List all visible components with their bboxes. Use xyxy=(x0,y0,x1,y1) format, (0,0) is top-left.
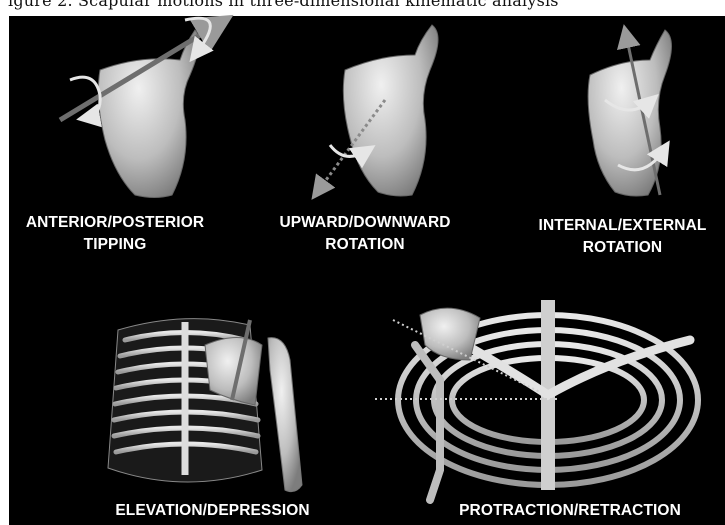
ribcage-elevation-illustration xyxy=(108,319,302,492)
label-internal-external-rotation: INTERNAL/EXTERNAL ROTATION xyxy=(520,215,725,259)
label-upward-downward-rotation: UPWARD/DOWNWARD ROTATION xyxy=(255,212,475,256)
label-line-1: PROTRACTION/RETRACTION xyxy=(440,500,700,522)
humerus xyxy=(268,338,302,492)
label-anterior-posterior-tipping: ANTERIOR/POSTERIOR TIPPING xyxy=(15,212,215,256)
scapula-protraction xyxy=(420,308,480,360)
label-line-1: ELEVATION/DEPRESSION xyxy=(105,500,320,522)
scapula-tipping-illustration xyxy=(60,18,225,197)
scapula-internal-rotation-illustration xyxy=(588,30,671,196)
ribcage-protraction-illustration xyxy=(375,300,698,500)
label-line-2: TIPPING xyxy=(15,234,215,256)
label-line-1: UPWARD/DOWNWARD xyxy=(255,212,475,234)
label-protraction-retraction: PROTRACTION/RETRACTION xyxy=(440,500,700,522)
label-elevation-depression: ELEVATION/DEPRESSION xyxy=(105,500,320,522)
label-line-2: ROTATION xyxy=(520,237,725,259)
arm xyxy=(415,345,440,500)
label-line-1: ANTERIOR/POSTERIOR xyxy=(15,212,215,234)
label-line-2: ROTATION xyxy=(255,234,475,256)
label-line-1: INTERNAL/EXTERNAL xyxy=(520,215,725,237)
scapula-upward-rotation-illustration xyxy=(315,25,438,196)
